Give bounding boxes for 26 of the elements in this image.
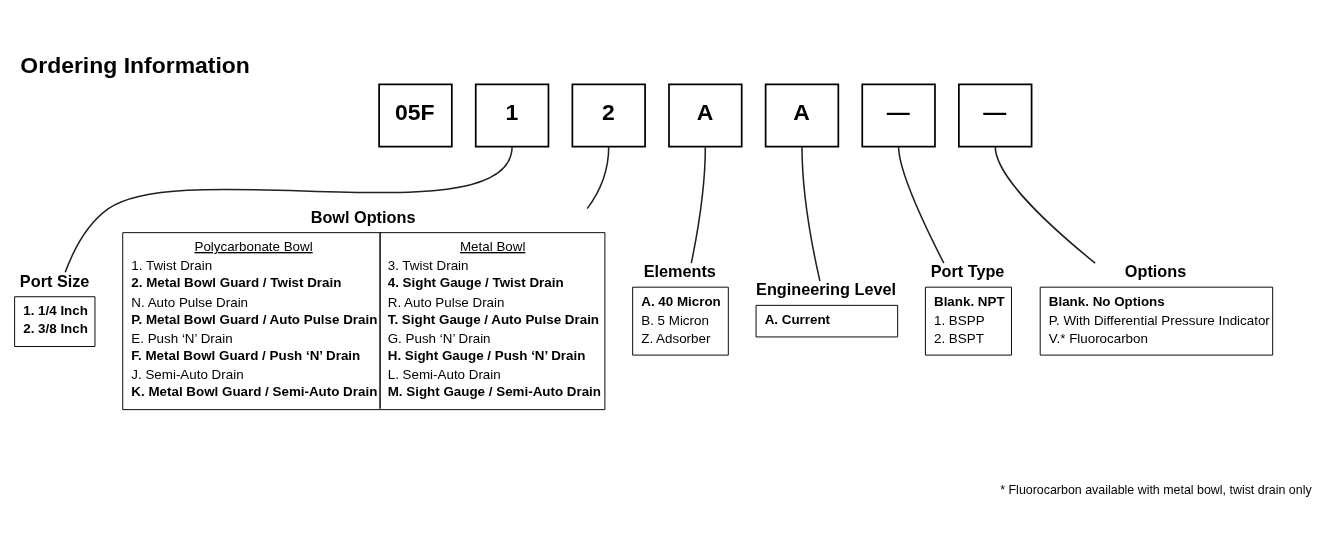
connector <box>897 145 945 264</box>
node-box: A <box>764 83 840 148</box>
node-box: Blank. No Options P. With Differential Pressure Indicator V.* Fluorocarbon <box>1039 286 1274 356</box>
label: * Fluorocarbon available with metal bowl, twist drain only <box>1000 483 1312 498</box>
node-box: 1. 1/4 Inch 2. 3/8 Inch <box>14 296 96 347</box>
node-label: Port Type <box>930 262 1005 281</box>
node-box: — <box>861 83 936 148</box>
connector <box>994 145 1096 264</box>
node-label: Elements <box>643 262 716 281</box>
node-label: Engineering Level <box>756 280 897 299</box>
node-label: Bowl Options <box>310 207 416 226</box>
diagram-title: Ordering Information <box>20 52 250 79</box>
node-box: A. Current <box>755 304 899 338</box>
node-box: A <box>668 83 743 148</box>
node-box: 05F <box>378 83 453 148</box>
node-box: 2 <box>571 83 646 148</box>
connector <box>64 145 513 273</box>
node-box: — <box>958 83 1033 148</box>
node-box: Blank. NPT 1. BSPP 2. BSPT <box>924 286 1012 356</box>
connector <box>586 145 610 210</box>
node-label: Options <box>1124 262 1187 281</box>
node-label: Port Size <box>19 271 90 290</box>
connector <box>801 145 821 282</box>
connector <box>690 145 707 264</box>
node-box: 1 <box>474 83 550 148</box>
node-box: A. 40 Micron B. 5 Micron Z. Adsorber <box>632 286 729 356</box>
